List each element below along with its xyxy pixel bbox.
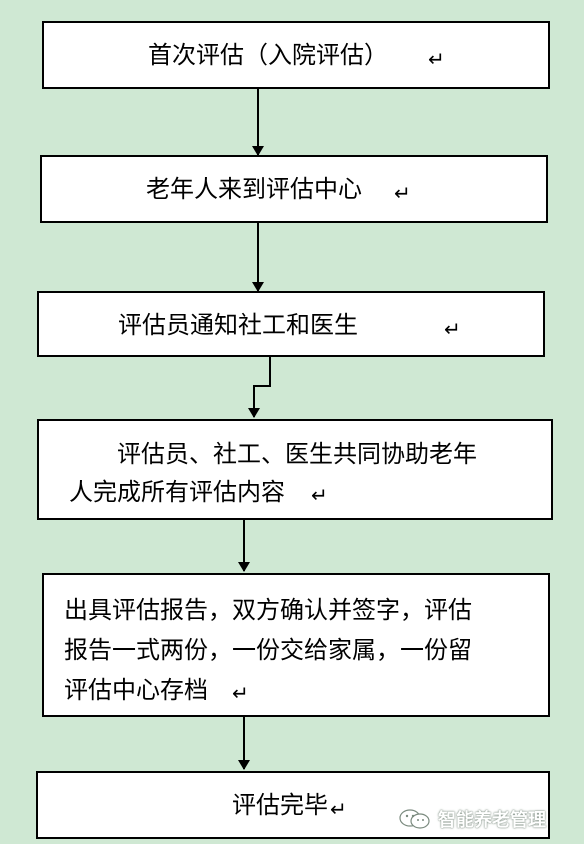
- step-notify-staff: 评估员通知社工和医生 ↵: [37, 291, 545, 357]
- paragraph-mark-icon: ↵: [232, 681, 249, 705]
- step-4-line-2: 人完成所有评估内容: [69, 478, 285, 506]
- step-issue-report: 出具评估报告，双方确认并签字，评估 报告一式两份，一份交给家属，一份留 评估中心…: [42, 573, 550, 717]
- paragraph-mark-icon: ↵: [428, 47, 445, 71]
- paragraph-mark-icon: ↵: [311, 483, 328, 507]
- paragraph-mark-icon: ↵: [330, 797, 347, 821]
- step-elder-arrives: 老年人来到评估中心 ↵: [40, 155, 548, 223]
- step-assessment-complete: 评估完毕 ↵: [36, 771, 550, 839]
- watermark-text: 智能养老管理: [438, 810, 546, 831]
- paragraph-mark-icon: ↵: [394, 181, 411, 205]
- step-5-line-1: 出具评估报告，双方确认并签字，评估: [64, 596, 472, 624]
- step-1-line-1: 首次评估（入院评估）: [148, 41, 388, 69]
- step-5-line-2: 报告一式两份，一份交给家属，一份留: [64, 636, 472, 664]
- watermark: 智能养老管理: [398, 806, 546, 832]
- step-initial-assessment: 首次评估（入院评估） ↵: [42, 21, 550, 89]
- step-2-line-1: 老年人来到评估中心: [146, 175, 362, 203]
- step-4-line-1: 评估员、社工、医生共同协助老年: [117, 440, 477, 468]
- step-joint-assessment: 评估员、社工、医生共同协助老年 人完成所有评估内容 ↵: [37, 419, 553, 520]
- arrow-step3-to-step4: [248, 356, 271, 418]
- step-5-line-3: 评估中心存档: [64, 676, 208, 704]
- paragraph-mark-icon: ↵: [444, 317, 461, 341]
- step-3-line-1: 评估员通知社工和医生: [118, 311, 358, 339]
- wechat-icon: [399, 809, 430, 829]
- step-6-line-1: 评估完毕: [232, 791, 328, 819]
